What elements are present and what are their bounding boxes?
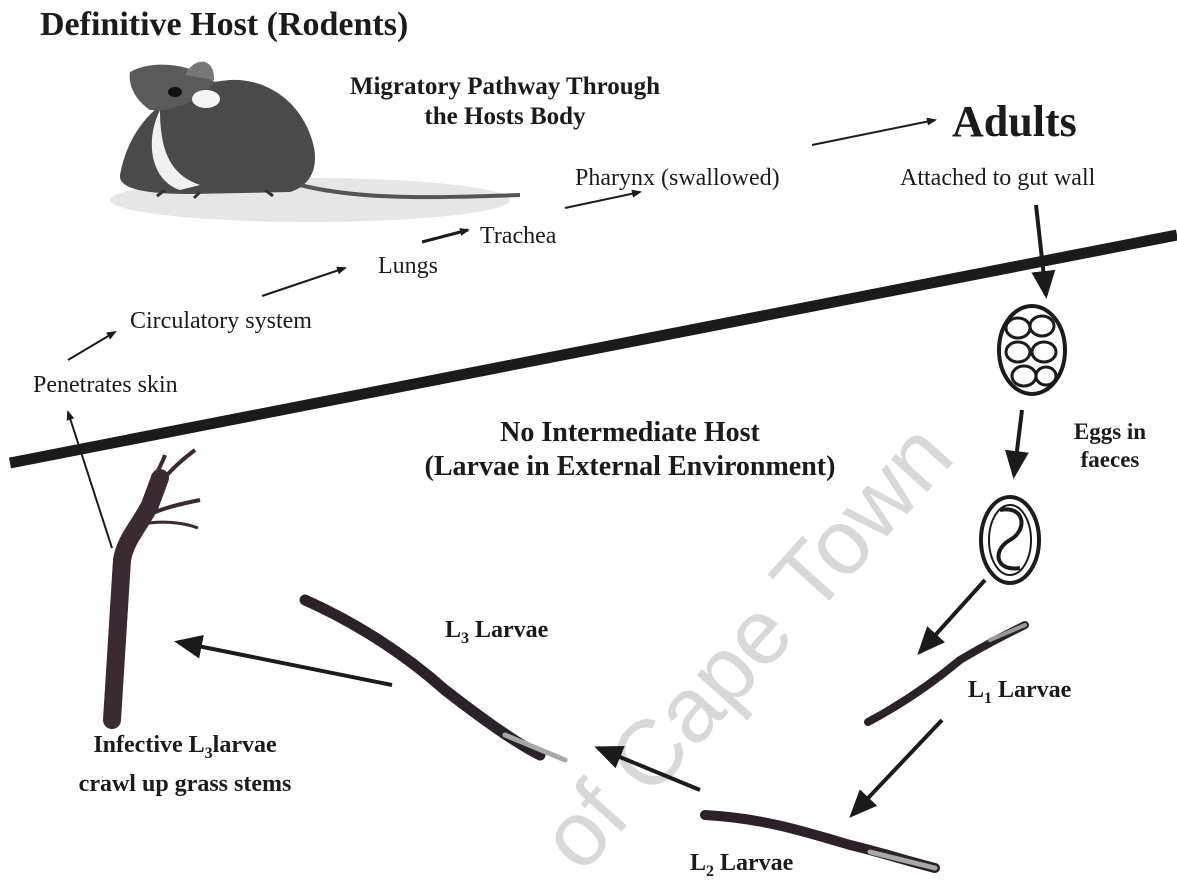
l2-post: Larvae xyxy=(714,850,793,876)
arrow-adults-to-eggs xyxy=(1036,205,1046,295)
l3-post: Larvae xyxy=(469,617,548,643)
infective-line-1: Infective L3larvae xyxy=(20,730,350,769)
arrow-l1-to-l2 xyxy=(852,720,942,815)
migratory-pathway-heading: Migratory Pathway Through the Hosts Body xyxy=(290,72,720,132)
l3-label: L3 Larvae xyxy=(445,617,548,648)
arrow-penetrates-to-circulatory xyxy=(68,332,115,360)
l3-sub: 3 xyxy=(461,630,469,647)
eggs-line-1: Eggs in xyxy=(1055,418,1165,446)
l1-sub: 1 xyxy=(984,690,992,707)
arrow-lungs-to-trachea xyxy=(422,230,468,242)
no-intermediate-line-2: (Larvae in External Environment) xyxy=(340,450,920,484)
migratory-line-2: the Hosts Body xyxy=(290,102,720,132)
lungs-label: Lungs xyxy=(378,253,438,280)
circulatory-label: Circulatory system xyxy=(130,308,312,335)
l3-pre: L xyxy=(445,617,461,643)
adults-label: Adults xyxy=(952,96,1077,147)
migratory-line-1: Migratory Pathway Through xyxy=(290,72,720,102)
arrow-grass-to-skin xyxy=(68,412,112,548)
penetrates-label: Penetrates skin xyxy=(33,372,178,399)
definitive-host-heading: Definitive Host (Rodents) xyxy=(40,6,408,44)
arrow-l3-to-grass xyxy=(178,642,392,685)
l2-pre: L xyxy=(690,850,706,876)
l1-pre: L xyxy=(968,677,984,703)
l1-label: L1 Larvae xyxy=(968,677,1071,708)
arrow-embryo-to-l1 xyxy=(920,580,985,652)
l2-label: L2 Larvae xyxy=(690,850,793,881)
infective-sub: 3 xyxy=(205,745,213,762)
l1-post: Larvae xyxy=(992,677,1071,703)
grass-stem-icon xyxy=(112,450,200,720)
arrow-circulatory-to-lungs xyxy=(262,268,345,296)
no-intermediate-line-1: No Intermediate Host xyxy=(340,416,920,450)
eggs-label: Eggs in faeces xyxy=(1055,418,1165,474)
no-intermediate-heading: No Intermediate Host (Larvae in External… xyxy=(340,416,920,484)
arrow-eggs-to-embryo xyxy=(1014,410,1022,475)
infective-post: larvae xyxy=(213,732,277,758)
infective-pre: Infective L xyxy=(93,732,204,758)
arrow-trachea-to-pharynx xyxy=(565,192,640,208)
arrow-pharynx-to-adults xyxy=(812,120,935,145)
l2-sub: 2 xyxy=(706,863,714,880)
trachea-label: Trachea xyxy=(480,223,556,250)
egg-larva-icon xyxy=(981,497,1039,583)
infective-label: Infective L3larvae crawl up grass stems xyxy=(20,730,350,799)
attached-label: Attached to gut wall xyxy=(900,165,1095,192)
eggs-line-2: faeces xyxy=(1055,446,1165,474)
pharynx-label: Pharynx (swallowed) xyxy=(575,165,780,192)
cycle-arrows xyxy=(178,205,1046,815)
egg-morula-icon xyxy=(999,306,1065,394)
arrow-l2-to-l3 xyxy=(598,748,700,790)
infective-line-2: crawl up grass stems xyxy=(20,769,350,799)
